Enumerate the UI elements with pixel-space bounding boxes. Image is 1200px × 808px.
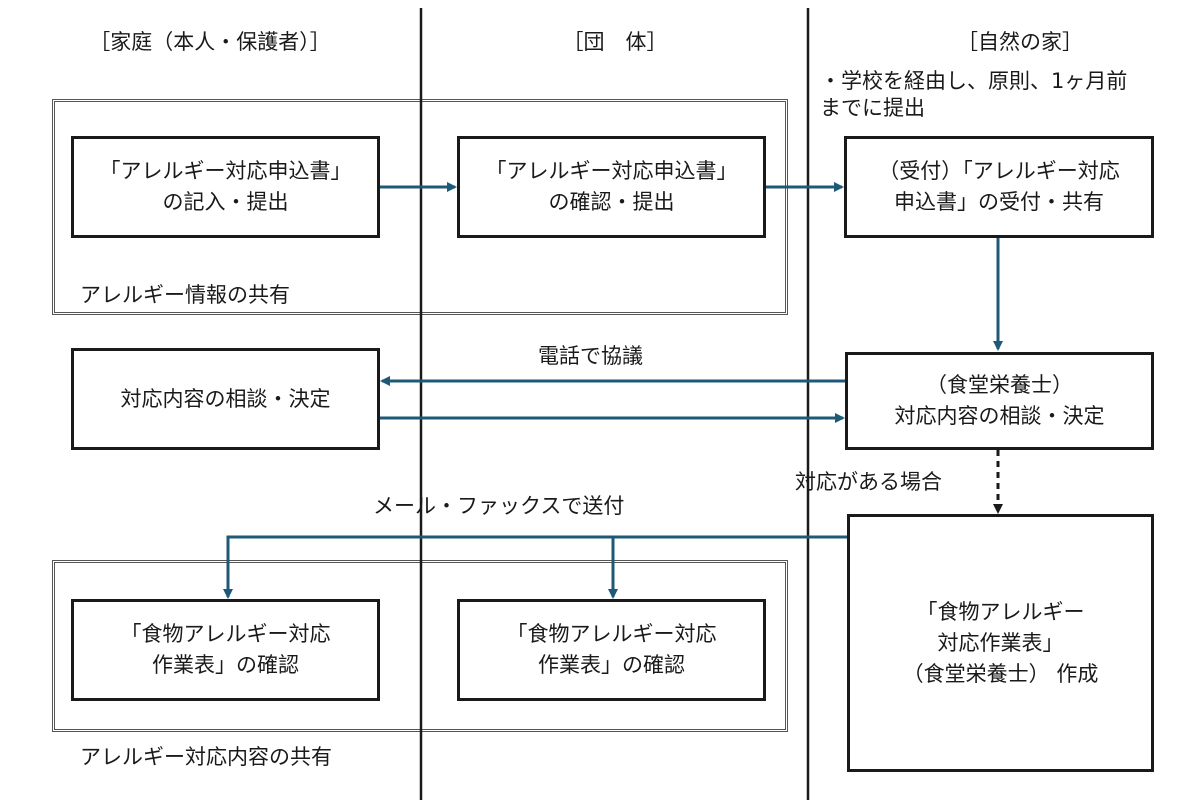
allergy-info-shared-label: アレルギー情報の共有 (80, 283, 290, 307)
apply-confirm-box: 「アレルギー対応申込書」 の確認・提出 (457, 136, 766, 238)
column-header-family: ［家庭（本人・保護者）］ (89, 30, 331, 54)
apply-receive-box: （受付）「アレルギー対応 申込書」の受付・共有 (844, 136, 1154, 238)
worksheet-check-group-box: 「食物アレルギー対応 作業表」の確認 (457, 599, 766, 701)
worksheet-check-family-box: 「食物アレルギー対応 作業表」の確認 (71, 599, 380, 701)
column-header-nature-house: ［自然の家］ (957, 30, 1083, 54)
apply-fill-box: 「アレルギー対応申込書」 の記入・提出 (71, 136, 380, 238)
consult-nutritionist-box: （食堂栄養士） 対応内容の相談・決定 (845, 352, 1154, 450)
if-needed-label: 対応がある場合 (795, 470, 942, 494)
mail-fax-label: メール・ファックスで送付 (373, 494, 625, 518)
phone-discussion-label: 電話で協議 (538, 344, 643, 368)
submission-note: ・学校を経由し、原則、1ヶ月前 までに提出 (820, 69, 1128, 120)
consult-family-box: 対応内容の相談・決定 (71, 348, 380, 450)
arrow-worksheet-to-family (223, 535, 847, 599)
worksheet-create-box: 「食物アレルギー 対応作業表」 （食堂栄養士） 作成 (847, 514, 1154, 772)
allergy-response-shared-label: アレルギー対応内容の共有 (80, 745, 332, 769)
column-header-group: ［団 体］ (562, 30, 668, 54)
